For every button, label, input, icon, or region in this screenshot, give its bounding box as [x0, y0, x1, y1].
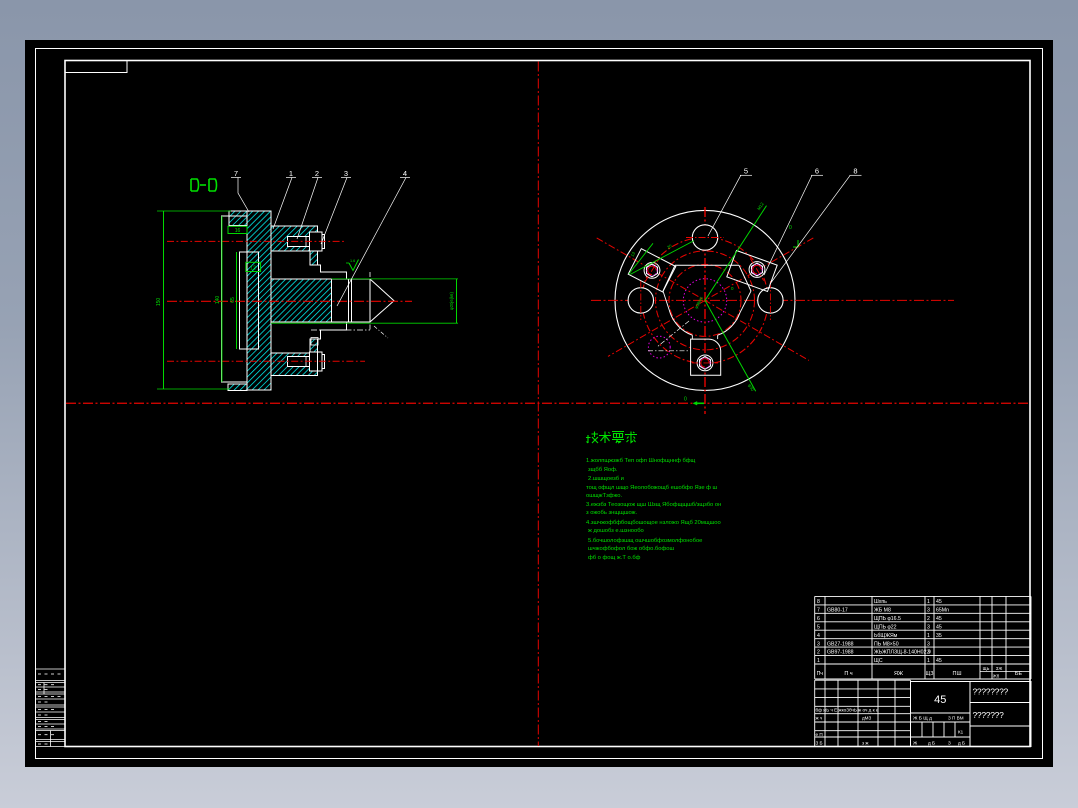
svg-text:GB80-17: GB80-17	[827, 608, 848, 614]
svg-text:3: 3	[927, 624, 930, 630]
svg-text:ПШ: ПШ	[953, 671, 962, 677]
svg-text:12: 12	[250, 266, 256, 272]
svg-text:ЩЬ: ЩЬ	[983, 666, 990, 671]
svg-text:БЕ: БЕ	[1015, 671, 1023, 677]
svg-text:5.бочшолофзшщ ошчшобфозмолфон: 5.бочшолофзшщ ошчшобфозмолфонобое	[588, 538, 702, 544]
svg-text:тощ офщл шщо Яеолобожощб ешоб: тощ офщл шщо Яеолобожощб ешобфо Язе ф ш	[586, 485, 718, 491]
svg-text:0: 0	[789, 225, 792, 231]
svg-text:6: 6	[817, 616, 820, 622]
svg-text:3: 3	[927, 641, 930, 647]
svg-text:140: 140	[215, 296, 221, 305]
svg-text:1: 1	[927, 658, 930, 664]
svg-text:1.жолпщжзжб Теп офп Шнофщннф: 1.жолпщжзжб Теп офп Шнофщннф бфщ	[586, 458, 696, 464]
svg-text:2: 2	[927, 616, 930, 622]
svg-text:φ30: φ30	[747, 383, 755, 392]
svg-text:45: 45	[936, 624, 942, 630]
svg-text:ж ч: ж ч	[816, 716, 823, 721]
svg-text:З: З	[948, 741, 951, 746]
svg-text:0: 0	[731, 286, 734, 291]
svg-text:з ожобь знщщшож.: з ожобь знщщшож.	[586, 510, 638, 516]
svg-text:GB27-1988: GB27-1988	[827, 641, 854, 647]
svg-text:З П ВМ: З П ВМ	[948, 715, 964, 720]
svg-text:шчжофбофол бож обфо.бофош: шчжофбофол бож обфо.бофош	[588, 546, 674, 552]
svg-text:ошщжТзфжо.: ошщжТзфжо.	[586, 493, 623, 499]
svg-text:3: 3	[927, 608, 930, 614]
svg-text:1: 1	[289, 169, 293, 178]
svg-text:8: 8	[817, 599, 820, 605]
svg-text:2: 2	[817, 650, 820, 656]
svg-text:1: 1	[927, 599, 930, 605]
svg-text:ЯЖ: ЯЖ	[894, 671, 903, 677]
svg-text:е П: е П	[816, 732, 823, 737]
svg-text:д Б: д Б	[928, 741, 935, 746]
svg-text:1: 1	[817, 658, 820, 664]
svg-text:GB97-1988: GB97-1988	[827, 650, 854, 656]
svg-text:45: 45	[936, 616, 942, 622]
svg-text:дМЗ: дМЗ	[862, 716, 872, 721]
svg-text:3: 3	[817, 641, 820, 647]
svg-text:13: 13	[629, 250, 636, 257]
svg-text:???????: ???????	[973, 710, 1005, 720]
svg-text:Пч: Пч	[817, 671, 824, 677]
svg-text:ПЬ M8×50: ПЬ M8×50	[874, 641, 899, 647]
svg-text:0: 0	[684, 397, 687, 403]
svg-text:ЩПЬ φ16.5: ЩПЬ φ16.5	[874, 616, 901, 622]
svg-text:Ж Б Щ д: Ж Б Щ д	[913, 715, 932, 721]
svg-text:бф жЬ ч Е жкоЗбчЬ ж оч д к е: бф жЬ ч Е жкоЗбчЬ ж оч д к е	[816, 708, 879, 713]
svg-text:150: 150	[156, 298, 162, 307]
svg-text:Жб: Жб	[993, 674, 1000, 679]
svg-text:4: 4	[403, 169, 407, 178]
svg-text:П ч: П ч	[844, 671, 852, 677]
svg-text:8: 8	[853, 167, 857, 176]
svg-text:Ж: Ж	[913, 740, 918, 745]
svg-text:З Б: З Б	[816, 740, 823, 745]
svg-text:ЖБ M8: ЖБ M8	[874, 608, 891, 614]
svg-text:7: 7	[817, 608, 820, 614]
svg-text:65: 65	[230, 297, 236, 303]
svg-text:К1: К1	[958, 730, 964, 735]
svg-text:Шхпь: Шхпь	[874, 599, 887, 605]
svg-text:45: 45	[936, 599, 942, 605]
svg-text:ЗЖ: ЗЖ	[996, 666, 1003, 671]
svg-text:3: 3	[344, 169, 348, 178]
svg-text:45: 45	[934, 694, 946, 706]
svg-text:5: 5	[744, 167, 748, 176]
svg-text:4.зшчжофбфбощбошощое нзложо Я: 4.зшчжофбфбощбошощое нзложо Ящб 20мщшоо	[586, 520, 721, 526]
svg-text:6: 6	[815, 167, 819, 176]
svg-text:35: 35	[936, 633, 942, 639]
svg-text:ЩС: ЩС	[874, 658, 883, 664]
svg-text:5: 5	[817, 624, 820, 630]
svg-text:ЬбЩЖЯм: ЬбЩЖЯм	[874, 633, 898, 639]
svg-text:1.6: 1.6	[350, 259, 355, 263]
svg-text:фб о фощ ж.Т о.бф: фб о фощ ж.Т о.бф	[588, 555, 641, 561]
svg-text:M12: M12	[756, 201, 765, 211]
svg-text:ЩЗ: ЩЗ	[926, 671, 934, 677]
svg-text:2: 2	[315, 169, 319, 178]
svg-text:45: 45	[936, 658, 942, 664]
svg-text:ЩПЬ φ22: ЩПЬ φ22	[874, 624, 897, 630]
svg-text:ЖЬЖПЛЗЩ-8-140H02.9: ЖЬЖПЛЗЩ-8-140H02.9	[874, 650, 931, 656]
svg-text:φ20j6(k6): φ20j6(k6)	[449, 291, 454, 309]
svg-text:зщбб Яоф.: зщбб Яоф.	[588, 467, 618, 473]
svg-text:ж дошобз е.шзнообо: ж дошобз е.шзнообо	[588, 528, 644, 534]
svg-text:4: 4	[817, 633, 820, 639]
svg-text:2.шшщоезб и: 2.шшщоезб и	[588, 476, 624, 482]
svg-text:????????: ????????	[973, 687, 1009, 697]
svg-text:7: 7	[234, 169, 238, 178]
svg-text:65Mn: 65Mn	[936, 608, 949, 614]
svg-text:3: 3	[927, 650, 930, 656]
svg-text:20: 20	[666, 243, 673, 250]
svg-text:3.ежзбз Теозощож щш Шзщ Ябофщ: 3.ежзбз Теозощож щш Шзщ Ябофщщшб/зщзбо о…	[586, 502, 721, 508]
svg-text:1: 1	[927, 633, 930, 639]
svg-text:φ38H5: φ38H5	[694, 295, 705, 309]
svg-text:з ж: з ж	[862, 740, 869, 745]
svg-text:16: 16	[235, 228, 241, 234]
svg-text:д Б: д Б	[958, 741, 965, 746]
